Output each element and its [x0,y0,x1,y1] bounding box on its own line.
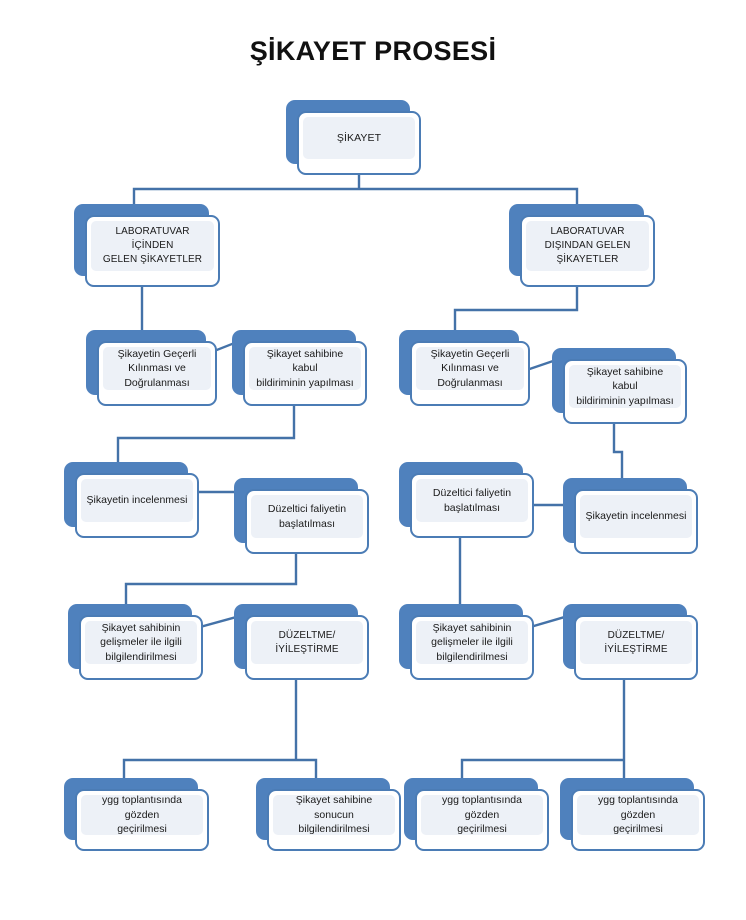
node-l-ygg[interactable]: ygg toplantısında gözden geçirilmesi [64,778,209,851]
node-l-valid[interactable]: Şikayetin Geçerli Kılınması ve Doğrulanm… [86,330,217,406]
node-l-inform[interactable]: Şikayet sahibinin gelişmeler ile ilgili … [68,604,203,680]
connector-left-ack-to-review [116,404,296,475]
node-inner-fill: ŞİKAYET [303,117,415,159]
connector-left-corr-to-inform [124,552,298,617]
node-label: Şikayetin incelenmesi [585,510,687,523]
node-label: Şikayet sahibine kabul bildiriminin yapı… [256,347,354,389]
node-inner-fill: Şikayetin incelenmesi [81,479,193,522]
node-r-ygg-1[interactable]: ygg toplantısında gözden geçirilmesi [404,778,549,851]
node-label: LABORATUVAR DIŞINDAN GELEN ŞİKAYETLER [544,226,631,265]
node-r-ack[interactable]: Şikayet sahibine kabul bildiriminin yapı… [552,348,687,424]
node-r-review[interactable]: Şikayetin incelenmesi [563,478,698,554]
node-r-inform[interactable]: Şikayet sahibinin gelişmeler ile ilgili … [399,604,534,680]
node-l-corrective[interactable]: Düzeltici faliyetin başlatılması [234,478,369,554]
connector-right-impr-split [460,678,626,791]
node-l-improve[interactable]: DÜZELTME/İYİLEŞTİRME [234,604,369,680]
node-left-source[interactable]: LABORATUVAR İÇİNDEN GELEN ŞİKAYETLER [74,204,220,287]
node-card: Şikayet sahibine sonucun bilgilendirilme… [267,789,401,851]
node-r-valid[interactable]: Şikayetin Geçerli Kılınması ve Doğrulanm… [399,330,530,406]
node-root[interactable]: ŞİKAYET [286,100,421,175]
node-card: ŞİKAYET [297,111,421,175]
node-inner-fill: Düzeltici faliyetin başlatılması [251,495,363,538]
node-inner-fill: Şikayet sahibine sonucun bilgilendirilme… [273,794,395,836]
connector-right-ack-to-review [612,422,624,491]
node-label: DÜZELTME/İYİLEŞTİRME [275,629,339,655]
node-label: Şikayet sahibinin gelişmeler ile ilgili … [431,621,513,663]
node-card: ygg toplantısında gözden geçirilmesi [571,789,705,851]
node-inner-fill: Şikayet sahibine kabul bildiriminin yapı… [249,347,361,390]
node-label: Şikayet sahibinin gelişmeler ile ilgili … [100,621,182,663]
node-inner-fill: Şikayet sahibine kabul bildiriminin yapı… [569,365,681,408]
node-card: Şikayetin Geçerli Kılınması ve Doğrulanm… [97,341,217,406]
node-label: LABORATUVAR İÇİNDEN GELEN ŞİKAYETLER [102,226,203,265]
node-inner-fill: LABORATUVAR İÇİNDEN GELEN ŞİKAYETLER [91,221,214,271]
node-card: Şikayetin incelenmesi [75,473,199,538]
node-label: ygg toplantısında gözden geçirilmesi [598,794,678,836]
node-inner-fill: ygg toplantısında gözden geçirilmesi [577,794,699,836]
node-r-ygg-2[interactable]: ygg toplantısında gözden geçirilmesi [560,778,705,851]
node-inner-fill: Şikayet sahibinin gelişmeler ile ilgili … [85,621,197,664]
node-card: ygg toplantısında gözden geçirilmesi [415,789,549,851]
node-inner-fill: ygg toplantısında gözden geçirilmesi [81,794,203,836]
node-card: Şikayet sahibine kabul bildiriminin yapı… [563,359,687,424]
node-card: Şikayet sahibine kabul bildiriminin yapı… [243,341,367,406]
node-inner-fill: Şikayet sahibinin gelişmeler ile ilgili … [416,621,528,664]
page-title: ŞİKAYET PROSESİ [249,36,497,66]
node-inner-fill: LABORATUVAR DIŞINDAN GELEN ŞİKAYETLER [526,221,649,271]
node-card: ygg toplantısında gözden geçirilmesi [75,789,209,851]
node-inner-fill: Şikayetin Geçerli Kılınması ve Doğrulanm… [103,347,211,390]
node-card: LABORATUVAR DIŞINDAN GELEN ŞİKAYETLER [520,215,655,287]
node-label: Şikayetin Geçerli Kılınması ve Doğrulanm… [430,347,510,389]
node-label: ygg toplantısında gözden geçirilmesi [102,794,182,836]
node-label: Düzeltici faliyetin başlatılması [267,503,347,530]
node-card: Şikayetin incelenmesi [574,489,698,554]
node-inner-fill: ygg toplantısında gözden geçirilmesi [421,794,543,836]
node-inner-fill: DÜZELTME/İYİLEŞTİRME [580,621,692,664]
node-card: Şikayet sahibinin gelişmeler ile ilgili … [79,615,203,680]
node-inner-fill: Şikayetin Geçerli Kılınması ve Doğrulanm… [416,347,524,390]
connector-left-impr-split [122,678,318,791]
node-card: Düzeltici faliyetin başlatılması [410,473,534,538]
node-l-review[interactable]: Şikayetin incelenmesi [64,462,199,538]
node-label: ygg toplantısında gözden geçirilmesi [442,794,522,836]
node-inner-fill: Düzeltici faliyetin başlatılması [416,479,528,522]
node-card: Şikayet sahibinin gelişmeler ile ilgili … [410,615,534,680]
node-r-corrective[interactable]: Düzeltici faliyetin başlatılması [399,462,534,538]
node-label: Şikayetin incelenmesi [86,494,188,507]
node-card: DÜZELTME/İYİLEŞTİRME [574,615,698,680]
node-l-result[interactable]: Şikayet sahibine sonucun bilgilendirilme… [256,778,401,851]
node-label: Düzeltici faliyetin başlatılması [432,487,512,514]
node-card: Düzeltici faliyetin başlatılması [245,489,369,554]
node-label: Şikayet sahibine sonucun bilgilendirilme… [295,794,373,836]
node-label: Şikayetin Geçerli Kılınması ve Doğrulanm… [117,347,197,389]
node-card: DÜZELTME/İYİLEŞTİRME [245,615,369,680]
node-label: Şikayet sahibine kabul bildiriminin yapı… [576,365,674,407]
node-l-ack[interactable]: Şikayet sahibine kabul bildiriminin yapı… [232,330,367,406]
node-label: ŞİKAYET [336,131,382,144]
node-label: DÜZELTME/İYİLEŞTİRME [604,629,668,655]
node-card: Şikayetin Geçerli Kılınması ve Doğrulanm… [410,341,530,406]
connector-right-source-down [453,285,579,343]
node-inner-fill: Şikayetin incelenmesi [580,495,692,538]
node-inner-fill: DÜZELTME/İYİLEŞTİRME [251,621,363,664]
connector-root-to-branch-split [132,173,579,217]
node-r-improve[interactable]: DÜZELTME/İYİLEŞTİRME [563,604,698,680]
node-right-source[interactable]: LABORATUVAR DIŞINDAN GELEN ŞİKAYETLER [509,204,655,287]
node-card: LABORATUVAR İÇİNDEN GELEN ŞİKAYETLER [85,215,220,287]
